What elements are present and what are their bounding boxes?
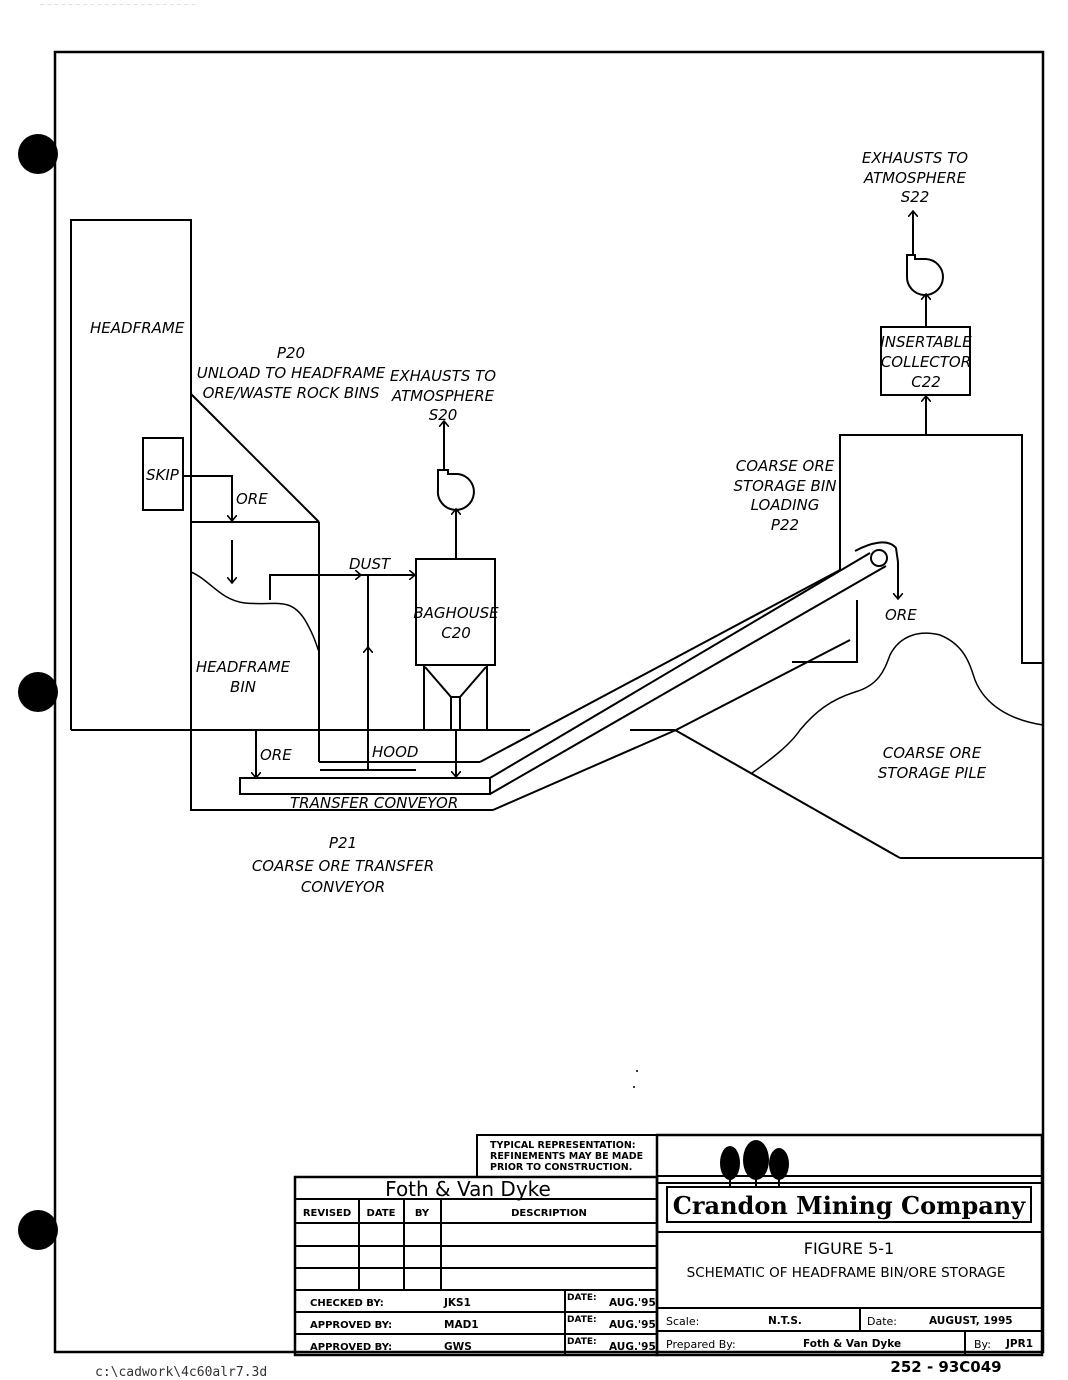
binder-hole-top — [18, 134, 58, 174]
rev-header-description: DESCRIPTION — [511, 1208, 587, 1219]
scan-speck — [636, 1070, 638, 1072]
by-value: JPR1 — [1005, 1338, 1033, 1350]
approved-by-initials-2: GWS — [444, 1341, 472, 1353]
skip: SKIP — [142, 437, 184, 511]
approved-date-2: AUG.'95 — [609, 1341, 656, 1353]
headframe-bin-line2: BIN — [230, 678, 256, 696]
date-value: AUGUST, 1995 — [929, 1315, 1013, 1327]
storage-pile-line1: COARSE ORE — [883, 744, 982, 762]
ore-label-bin: ORE — [260, 746, 292, 764]
firm-name: Foth & Van Dyke — [385, 1177, 551, 1201]
prepared-by-label: Prepared By: — [666, 1338, 736, 1351]
company-name-box — [666, 1186, 1032, 1223]
ore-flow-arrow-skip — [183, 475, 232, 520]
p22-line3: LOADING — [751, 496, 820, 514]
transfer-conveyor — [239, 777, 491, 795]
collector-line2: COLLECTOR — [881, 353, 971, 371]
prepared-by-value: Foth & Van Dyke — [803, 1338, 901, 1350]
dust-flow-arrow — [269, 575, 360, 600]
note-line1: TYPICAL REPRESENTATION: — [490, 1140, 636, 1151]
p20-line1: UNLOAD TO HEADFRAME — [197, 364, 386, 382]
binder-hole-middle — [18, 672, 58, 712]
s20-line2: ATMOSPHERE — [391, 387, 495, 405]
dust-label: DUST — [349, 555, 392, 573]
figure-title: SCHEMATIC OF HEADFRAME BIN/ORE STORAGE — [687, 1265, 1006, 1281]
approved-by-initials-1: MAD1 — [444, 1319, 479, 1331]
headframe-bin: HEADFRAME BIN — [190, 393, 480, 763]
storage-bin-building: COARSE ORE STORAGE PILE — [674, 434, 1044, 859]
headframe-label: HEADFRAME — [90, 319, 185, 337]
title-block: TYPICAL REPRESENTATION: REFINEMENTS MAY … — [293, 1133, 1044, 1376]
inclined-conveyor — [479, 541, 899, 811]
note-line3: PRIOR TO CONSTRUCTION. — [490, 1162, 632, 1173]
s20-id: S20 — [429, 406, 458, 424]
scale-label: Scale: — [666, 1315, 699, 1328]
p22-line1: COARSE ORE — [736, 457, 835, 475]
checked-date-label: DATE: — [567, 1293, 597, 1303]
sheet-border — [53, 50, 1045, 1354]
rev-header-date: DATE — [367, 1208, 396, 1219]
p20-line2: ORE/WASTE ROCK BINS — [203, 384, 380, 402]
collector-line1: INSERTABLE — [880, 333, 972, 351]
approved-by-label-2: APPROVED BY: — [310, 1342, 392, 1353]
cad-file-path: c:\cadwork\4c60alr7.3d — [95, 1365, 267, 1380]
date-label: Date: — [867, 1315, 897, 1328]
note-line2: REFINEMENTS MAY BE MADE — [490, 1151, 643, 1162]
by-label: By: — [974, 1338, 991, 1351]
figure-number: FIGURE 5-1 — [804, 1239, 894, 1258]
p21-line1: COARSE ORE TRANSFER — [252, 857, 434, 875]
approved-date-label-2: DATE: — [567, 1337, 597, 1347]
approved-date-label-1: DATE: — [567, 1315, 597, 1325]
s22-id: S22 — [901, 188, 930, 206]
drawing-number: 252 - 93C049 — [890, 1358, 1001, 1376]
company-name: Crandon Mining Company — [673, 1191, 1026, 1220]
collector-line3: C22 — [911, 373, 941, 391]
rev-header-by: BY — [415, 1208, 430, 1219]
scan-noise: — — — — — — — — — — — — — — — — — — — — … — [40, 1, 196, 8]
fan-s20-icon — [436, 469, 475, 511]
s22-line2: ATMOSPHERE — [863, 169, 967, 187]
hood-label: HOOD — [372, 743, 418, 761]
binder-hole-bottom — [18, 1210, 58, 1250]
tree-logo-icon — [720, 1140, 789, 1186]
checked-date: AUG.'95 — [609, 1297, 656, 1309]
checked-by-initials: JKS1 — [443, 1297, 471, 1309]
baghouse: BAGHOUSE C20 — [413, 558, 499, 730]
fan-s22-icon — [905, 254, 944, 296]
skip-label: SKIP — [146, 466, 180, 484]
p21-id: P21 — [329, 834, 357, 852]
p20-id: P20 — [277, 344, 305, 362]
s20-line1: EXHAUSTS TO — [390, 367, 496, 385]
headframe-bin-line1: HEADFRAME — [196, 658, 291, 676]
storage-pile-line2: STORAGE PILE — [878, 764, 987, 782]
p21-line2: CONVEYOR — [301, 878, 385, 896]
transfer-conveyor-label: TRANSFER CONVEYOR — [290, 794, 458, 812]
insertable-collector: INSERTABLE COLLECTOR C22 — [880, 326, 972, 396]
ore-label-skip: ORE — [236, 490, 268, 508]
p22-line4: P22 — [771, 516, 799, 534]
checked-by-label: CHECKED BY: — [310, 1298, 384, 1309]
p22-line2: STORAGE BIN — [734, 477, 837, 495]
ore-label-pile: ORE — [885, 606, 917, 624]
scale-value: N.T.S. — [768, 1315, 802, 1327]
rev-header-revised: REVISED — [303, 1208, 351, 1219]
approved-by-label-1: APPROVED BY: — [310, 1320, 392, 1331]
baghouse-line1: BAGHOUSE — [413, 604, 499, 622]
scan-speck — [633, 1086, 635, 1088]
approved-date-1: AUG.'95 — [609, 1319, 656, 1331]
baghouse-line2: C20 — [441, 624, 471, 642]
s22-line1: EXHAUSTS TO — [862, 149, 968, 167]
